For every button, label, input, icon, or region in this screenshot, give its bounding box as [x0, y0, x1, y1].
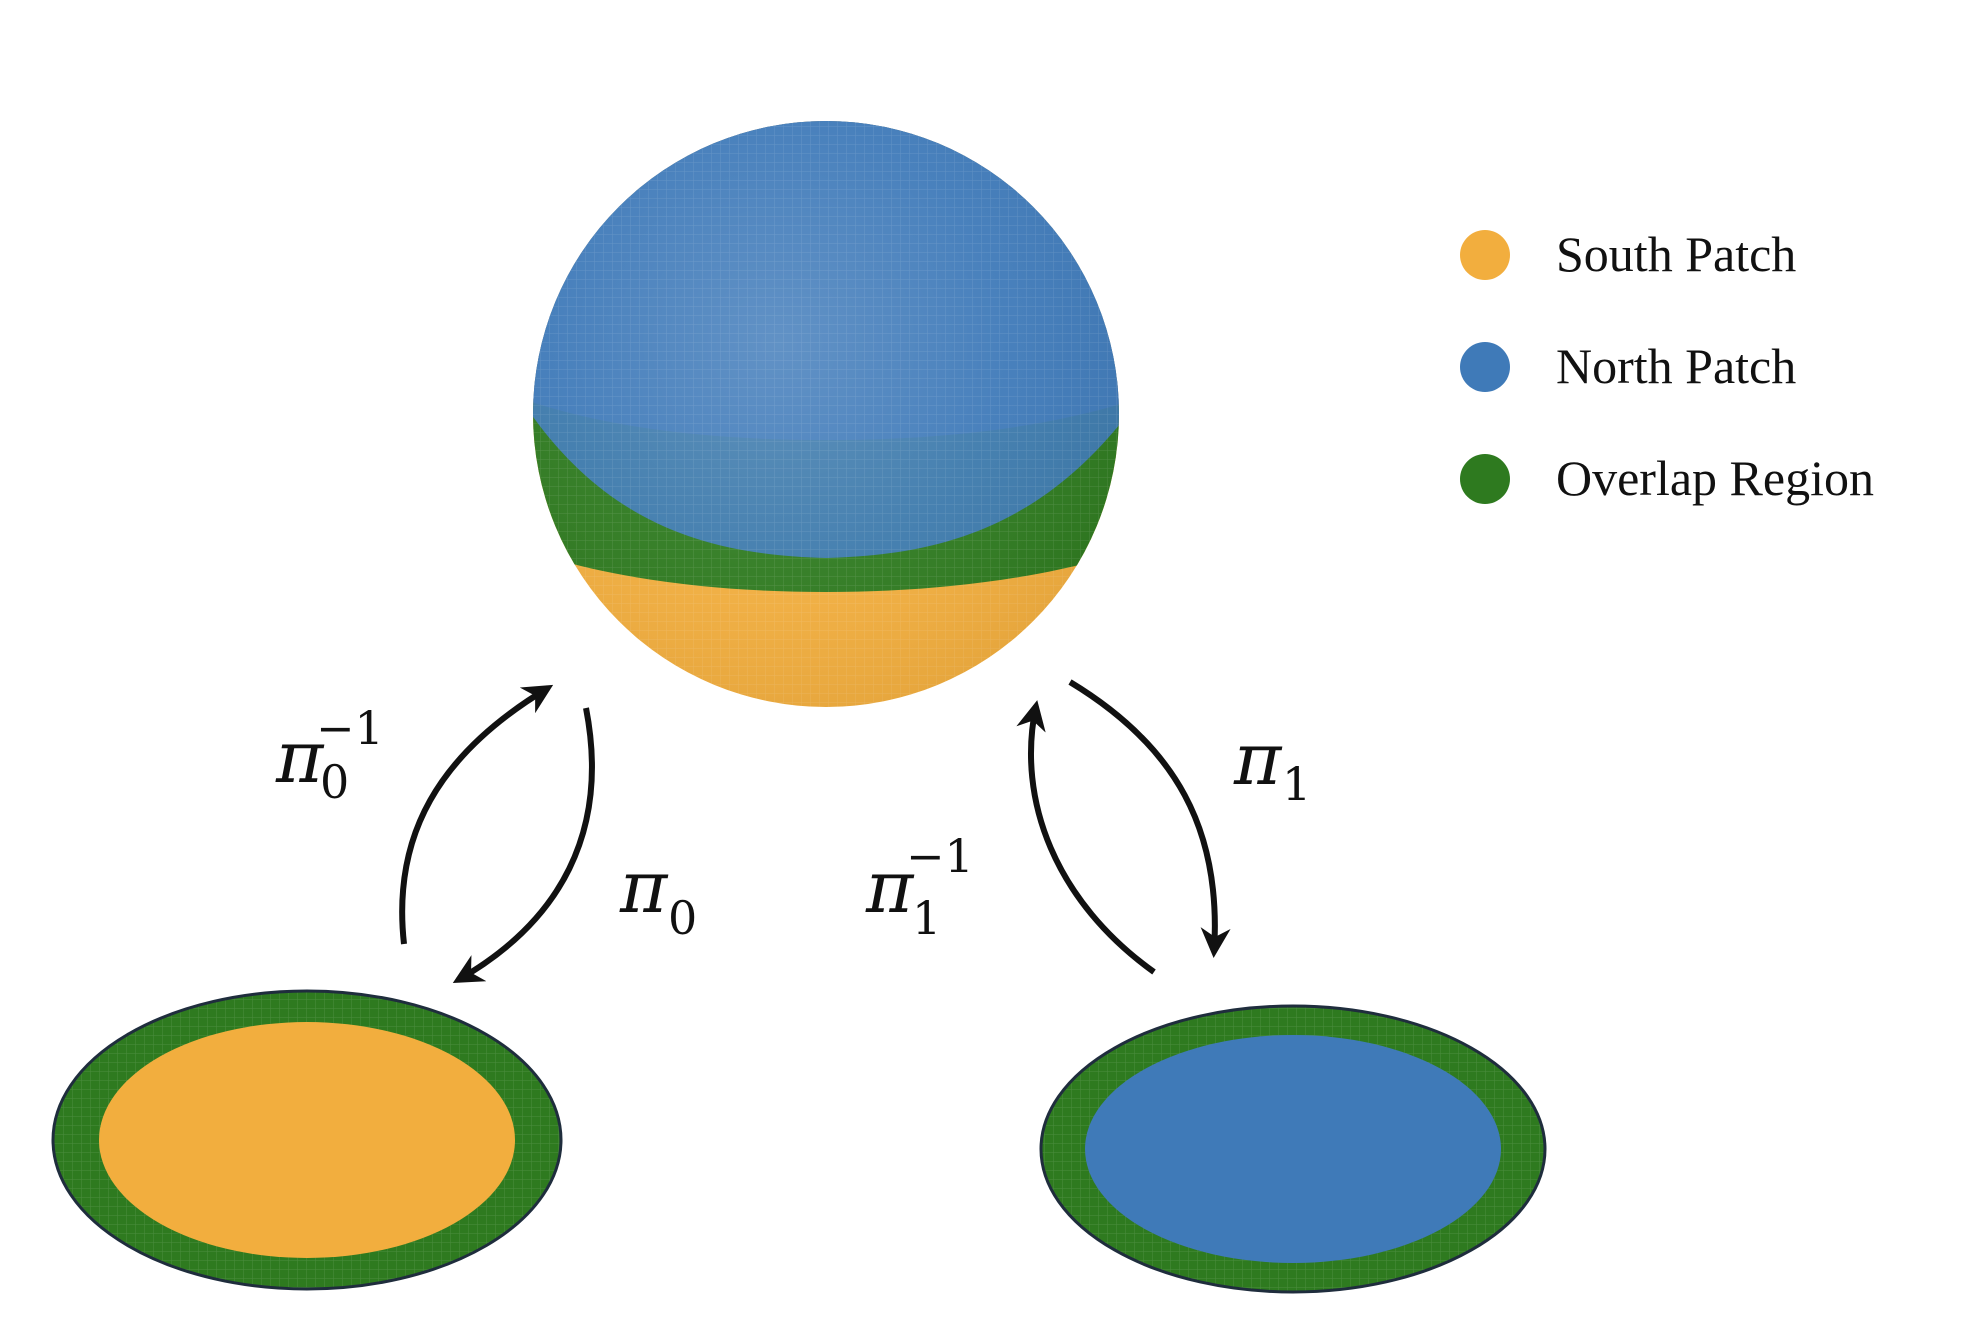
arrow-pi0	[452, 707, 595, 983]
legend-south-dot-icon	[1460, 230, 1510, 280]
legend-item-south-patch: South Patch	[1460, 218, 1940, 330]
label-pi1-sub: 1	[1282, 757, 1311, 811]
label-pi0-inverse-sup: −1	[316, 701, 384, 755]
label-pi0: π 0	[619, 845, 697, 945]
label-pi0-base: π	[619, 845, 669, 929]
arrow-pi1	[1068, 679, 1231, 958]
south-disk-core	[99, 1022, 515, 1258]
arrow-pi0-inverse	[399, 684, 554, 945]
south-disk	[51, 989, 563, 1291]
label-pi0-sub: 0	[668, 891, 697, 945]
label-pi1: π 1	[1233, 717, 1311, 811]
label-pi0-inverse-sub: 0	[320, 755, 349, 809]
legend-north-dot-icon	[1460, 342, 1510, 392]
label-pi0-inverse-base: π	[275, 715, 325, 799]
legend-item-north-patch: North Patch	[1460, 330, 1940, 442]
north-disk-outline	[1039, 1004, 1547, 1294]
label-pi1-inverse-sub: 1	[912, 891, 941, 945]
north-disk-core	[1085, 1035, 1501, 1263]
sphere	[533, 121, 1119, 707]
north-disk	[1039, 1004, 1547, 1294]
label-pi1-base: π	[1233, 717, 1283, 801]
label-pi0-inverse: π 0 −1	[275, 701, 384, 809]
legend-label-overlap-region: Overlap Region	[1556, 450, 1874, 506]
arrow-pi1-inverse	[1016, 700, 1156, 975]
legend-label-south-patch: South Patch	[1556, 226, 1797, 282]
south-disk-outline	[51, 989, 563, 1291]
legend-item-overlap-region: Overlap Region	[1460, 442, 1940, 554]
legend: South Patch North Patch Overlap Region	[1460, 218, 1940, 554]
label-pi1-inverse: π 1 −1	[865, 829, 974, 945]
legend-overlap-dot-icon	[1460, 454, 1510, 504]
legend-label-north-patch: North Patch	[1556, 338, 1797, 394]
label-pi1-inverse-base: π	[865, 845, 915, 929]
label-pi1-inverse-sup: −1	[906, 829, 974, 883]
